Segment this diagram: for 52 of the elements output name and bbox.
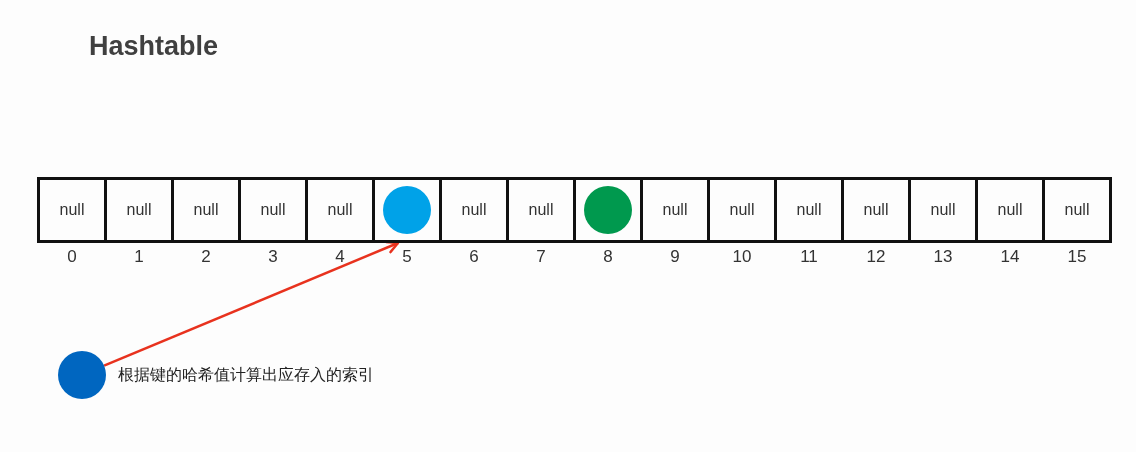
- slot-index: 4: [335, 248, 345, 265]
- slot-value-text: null: [461, 202, 487, 218]
- key-circle: [58, 351, 106, 399]
- array-slot: [1042, 177, 1112, 243]
- slot-index: 10: [732, 248, 752, 265]
- array-slot: [841, 177, 911, 243]
- slot-value-text: null: [1064, 202, 1090, 218]
- slot-value-text: null: [796, 202, 822, 218]
- slot-index: 5: [402, 248, 412, 265]
- slot-value-text: null: [863, 202, 889, 218]
- slot-index: 15: [1067, 248, 1087, 265]
- entry-circle: [584, 186, 632, 234]
- key-caption: 根据键的哈希值计算出应存入的索引: [118, 367, 374, 383]
- slot-index: 0: [67, 248, 77, 265]
- array-slot: [975, 177, 1045, 243]
- array-slot: [573, 177, 643, 243]
- slot-value-text: null: [930, 202, 956, 218]
- slot-index: 12: [866, 248, 886, 265]
- diagram-title: Hashtable: [89, 33, 219, 60]
- array-slot: [707, 177, 777, 243]
- slot-value-text: null: [729, 202, 755, 218]
- slot-value-text: null: [662, 202, 688, 218]
- arrow: [103, 240, 400, 367]
- slot-index: 3: [268, 248, 278, 265]
- array-slot: [439, 177, 509, 243]
- slot-value-text: null: [59, 202, 85, 218]
- array-slot: [104, 177, 174, 243]
- array-slot: [372, 177, 442, 243]
- array-slot: [774, 177, 844, 243]
- slot-index: 13: [933, 248, 953, 265]
- array-slot: [640, 177, 710, 243]
- slot-index: 14: [1000, 248, 1020, 265]
- slot-value-text: null: [260, 202, 286, 218]
- slot-index: 11: [800, 248, 818, 265]
- slot-index: 1: [134, 248, 144, 265]
- slot-index: 2: [201, 248, 211, 265]
- slot-index: 6: [469, 248, 479, 265]
- array-slot: [908, 177, 978, 243]
- slot-value-text: null: [126, 202, 152, 218]
- array-slot: [238, 177, 308, 243]
- slot-value-text: null: [528, 202, 554, 218]
- array-slot: [506, 177, 576, 243]
- entry-circle: [383, 186, 431, 234]
- slot-value-text: null: [193, 202, 219, 218]
- slot-value-text: null: [327, 202, 353, 218]
- slot-value-text: null: [997, 202, 1023, 218]
- array-slot: [305, 177, 375, 243]
- array-slot: [171, 177, 241, 243]
- slot-index: 9: [670, 248, 680, 265]
- slot-index: 7: [536, 248, 546, 265]
- array-slot: [37, 177, 107, 243]
- slot-index: 8: [603, 248, 613, 265]
